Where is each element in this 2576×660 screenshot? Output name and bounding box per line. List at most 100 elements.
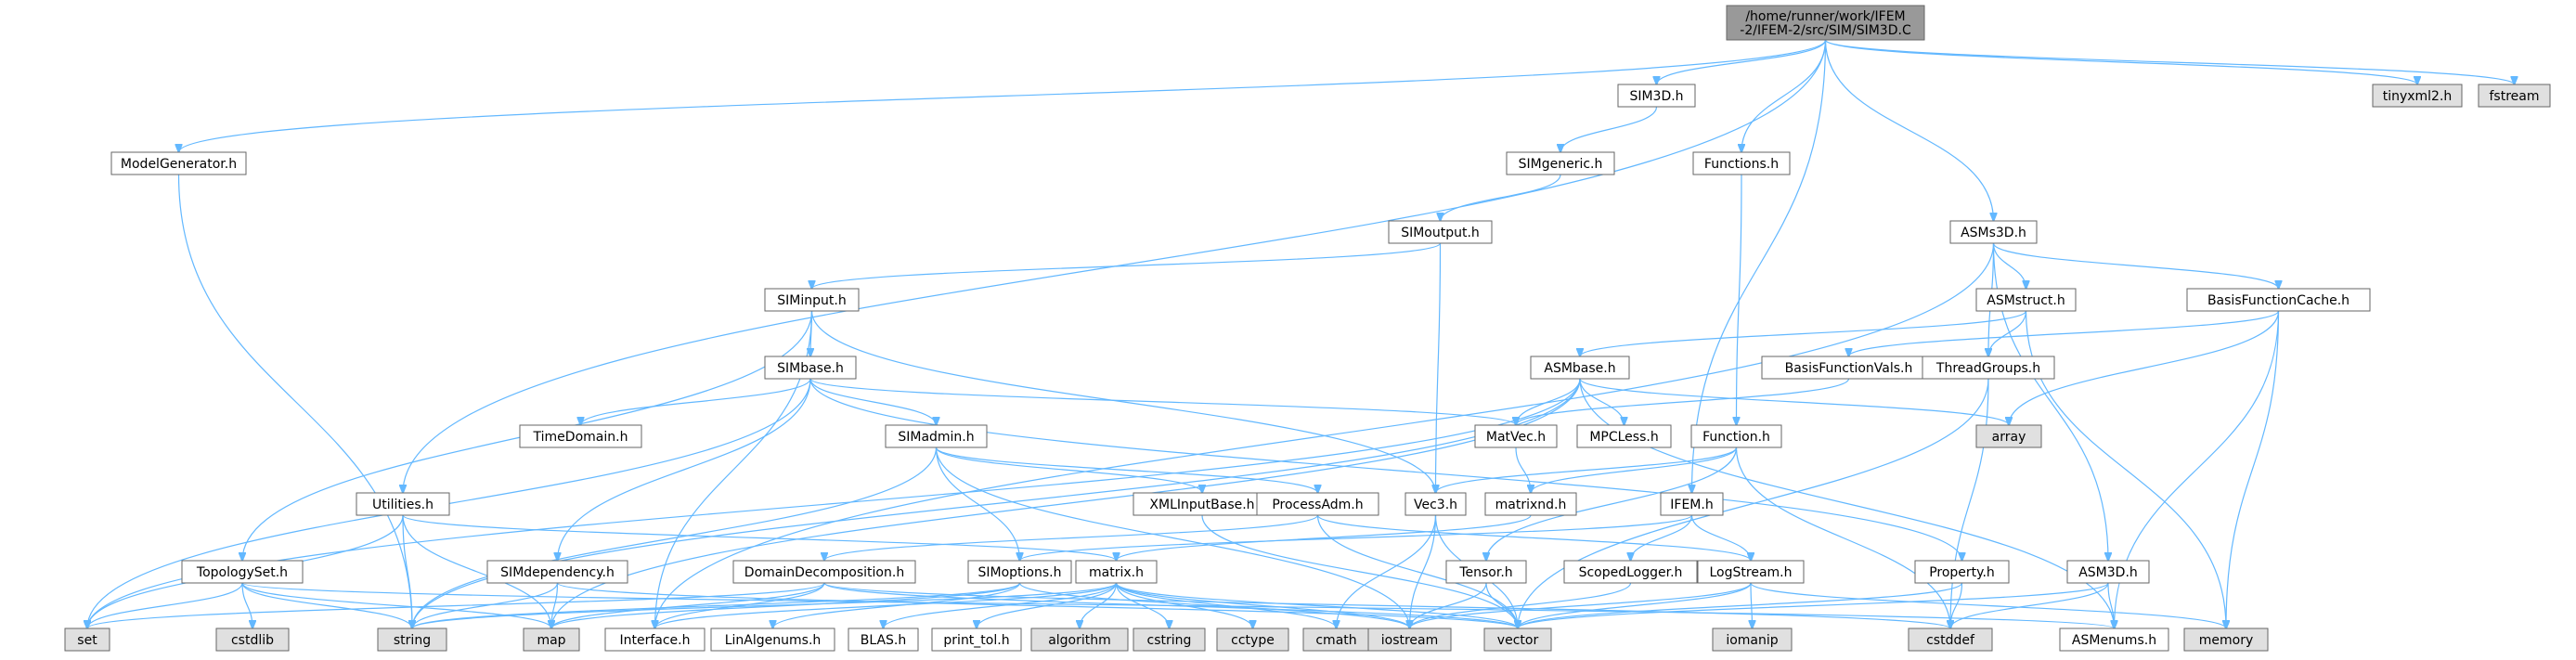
node-XMLInputBase[interactable]: XMLInputBase.h bbox=[1133, 492, 1272, 516]
node-ASMbase[interactable]: ASMbase.h bbox=[1530, 356, 1630, 380]
edge-TopologySet-to-string bbox=[241, 582, 412, 628]
node-vector: vector bbox=[1483, 628, 1552, 652]
node-box-ModelGenerator bbox=[110, 151, 247, 175]
node-box-Interface bbox=[604, 628, 705, 652]
node-DomainDecomposition[interactable]: DomainDecomposition.h bbox=[732, 560, 916, 584]
edge-root-to-fstream bbox=[1824, 39, 2515, 84]
node-label-ASMs3D-0: ASMs3D.h bbox=[1961, 226, 2026, 240]
node-label-MatVec-0: MatVec.h bbox=[1486, 430, 1546, 445]
node-box-IFEM bbox=[1660, 492, 1724, 516]
node-SIM3D[interactable]: SIM3D.h bbox=[1617, 84, 1696, 108]
node-label-string-0: string bbox=[394, 633, 431, 648]
node-label-MPCLess-0: MPCLess.h bbox=[1589, 430, 1658, 445]
node-box-SIMgeneric bbox=[1506, 151, 1615, 175]
node-BasisFunctionCache[interactable]: BasisFunctionCache.h bbox=[2186, 288, 2371, 312]
node-matrixnd[interactable]: matrixnd.h bbox=[1484, 492, 1577, 516]
node-box-cctype bbox=[1216, 628, 1289, 652]
node-root[interactable]: /home/runner/work/IFEM-2/IFEM-2/src/SIM/… bbox=[1726, 5, 1925, 41]
edge-SIMgeneric-to-SIMoutput bbox=[1441, 174, 1561, 221]
node-label-SIMadmin-0: SIMadmin.h bbox=[898, 430, 974, 445]
node-box-SIMadmin bbox=[885, 424, 988, 448]
edge-LogStream-to-iomanip bbox=[1751, 582, 1753, 628]
node-ProcessAdm[interactable]: ProcessAdm.h bbox=[1256, 492, 1379, 516]
node-memory: memory bbox=[2183, 628, 2269, 652]
node-box-SIMoptions bbox=[967, 560, 1072, 584]
node-box-tinyxml2 bbox=[2372, 84, 2463, 108]
node-label-ProcessAdm-0: ProcessAdm.h bbox=[1272, 498, 1363, 512]
edge-Utilities-to-map bbox=[402, 514, 551, 628]
node-box-DomainDecomposition bbox=[732, 560, 916, 584]
edge-BasisFunctionVals-to-MatVec bbox=[1516, 378, 1850, 425]
node-LogStream[interactable]: LogStream.h bbox=[1697, 560, 1805, 584]
node-Functions[interactable]: Functions.h bbox=[1692, 151, 1791, 175]
node-label-BasisFunctionVals-0: BasisFunctionVals.h bbox=[1785, 361, 1913, 376]
edge-SIMbase-to-SIMdependency bbox=[558, 378, 811, 561]
edge-LogStream-to-memory bbox=[1750, 582, 2226, 628]
node-label-SIMgeneric-0: SIMgeneric.h bbox=[1519, 157, 1603, 172]
node-SIMinput[interactable]: SIMinput.h bbox=[764, 288, 860, 312]
node-label-Property-0: Property.h bbox=[1929, 565, 1995, 580]
node-ASM3D[interactable]: ASM3D.h bbox=[2066, 560, 2150, 584]
node-Interface[interactable]: Interface.h bbox=[604, 628, 705, 652]
edge-SIMadmin-to-ProcessAdm bbox=[935, 446, 1318, 493]
node-IFEM[interactable]: IFEM.h bbox=[1660, 492, 1724, 516]
node-print_tol[interactable]: print_tol.h bbox=[931, 628, 1022, 652]
node-Vec3[interactable]: Vec3.h bbox=[1405, 492, 1467, 516]
node-ModelGenerator[interactable]: ModelGenerator.h bbox=[110, 151, 247, 175]
node-label-Functions-0: Functions.h bbox=[1704, 157, 1779, 172]
edge-ASM3D-to-cstddef bbox=[1950, 582, 2109, 628]
node-TopologySet[interactable]: TopologySet.h bbox=[181, 560, 304, 584]
edge-ASMstruct-to-ThreadGroups bbox=[1988, 310, 2027, 356]
edge-TopologySet-to-cstdlib bbox=[241, 582, 252, 628]
node-TimeDomain[interactable]: TimeDomain.h bbox=[519, 424, 642, 448]
node-SIMoptions[interactable]: SIMoptions.h bbox=[967, 560, 1072, 584]
edge-matrix-to-vector bbox=[1115, 582, 1519, 628]
node-box-matrix bbox=[1075, 560, 1158, 584]
edge-SIMbase-to-TimeDomain bbox=[581, 378, 811, 425]
edge-IFEM-to-ScopedLogger bbox=[1631, 514, 1693, 561]
edge-SIMoutput-to-Vec3 bbox=[1436, 242, 1442, 493]
node-label-iostream-0: iostream bbox=[1381, 633, 1439, 648]
node-SIMdependency[interactable]: SIMdependency.h bbox=[486, 560, 628, 584]
node-SIMbase[interactable]: SIMbase.h bbox=[764, 356, 857, 380]
edge-ProcessAdm-to-vector bbox=[1316, 514, 1519, 628]
edge-ASM3D-to-vector bbox=[1518, 582, 2109, 628]
node-label-SIMinput-0: SIMinput.h bbox=[777, 293, 846, 308]
node-ASMenums[interactable]: ASMenums.h bbox=[2059, 628, 2169, 652]
node-ASMs3D[interactable]: ASMs3D.h bbox=[1949, 220, 2038, 244]
edge-SIMinput-to-Vec3 bbox=[810, 310, 1436, 493]
node-SIMadmin[interactable]: SIMadmin.h bbox=[885, 424, 988, 448]
node-MPCLess[interactable]: MPCLess.h bbox=[1576, 424, 1672, 448]
node-label-cstdlib-0: cstdlib bbox=[231, 633, 274, 648]
node-label-BasisFunctionCache-0: BasisFunctionCache.h bbox=[2207, 293, 2349, 308]
node-Utilities[interactable]: Utilities.h bbox=[356, 492, 450, 516]
edge-matrix-to-print_tol bbox=[977, 582, 1118, 628]
node-ASMstruct[interactable]: ASMstruct.h bbox=[1975, 288, 2077, 312]
node-label-map-0: map bbox=[537, 633, 565, 648]
edge-SIMbase-to-SIMadmin bbox=[809, 378, 937, 425]
edge-Utilities-to-string bbox=[402, 514, 412, 628]
node-algorithm: algorithm bbox=[1030, 628, 1129, 652]
node-Property[interactable]: Property.h bbox=[1914, 560, 2010, 584]
node-ScopedLogger[interactable]: ScopedLogger.h bbox=[1563, 560, 1698, 584]
node-iostream: iostream bbox=[1367, 628, 1452, 652]
node-box-ASM3D bbox=[2066, 560, 2150, 584]
node-BasisFunctionVals[interactable]: BasisFunctionVals.h bbox=[1761, 356, 1936, 380]
edge-root-to-IFEM bbox=[1692, 39, 1827, 493]
node-box-memory bbox=[2183, 628, 2269, 652]
edge-MatVec-to-matrixnd bbox=[1515, 446, 1531, 493]
edge-Functions-to-Function bbox=[1737, 174, 1742, 425]
node-label-SIMdependency-0: SIMdependency.h bbox=[500, 565, 615, 580]
node-matrix[interactable]: matrix.h bbox=[1075, 560, 1158, 584]
node-box-iomanip bbox=[1712, 628, 1793, 652]
edge-BasisFunctionCache-to-BasisFunctionVals bbox=[1849, 310, 2280, 356]
node-LinAlgenums[interactable]: LinAlgenums.h bbox=[710, 628, 835, 652]
node-Tensor[interactable]: Tensor.h bbox=[1445, 560, 1527, 584]
node-cstdlib: cstdlib bbox=[215, 628, 290, 652]
node-SIMoutput[interactable]: SIMoutput.h bbox=[1388, 220, 1493, 244]
node-Function[interactable]: Function.h bbox=[1690, 424, 1782, 448]
node-BLAS[interactable]: BLAS.h bbox=[848, 628, 919, 652]
node-ThreadGroups[interactable]: ThreadGroups.h bbox=[1922, 356, 2055, 380]
node-SIMgeneric[interactable]: SIMgeneric.h bbox=[1506, 151, 1615, 175]
node-MatVec[interactable]: MatVec.h bbox=[1474, 424, 1558, 448]
